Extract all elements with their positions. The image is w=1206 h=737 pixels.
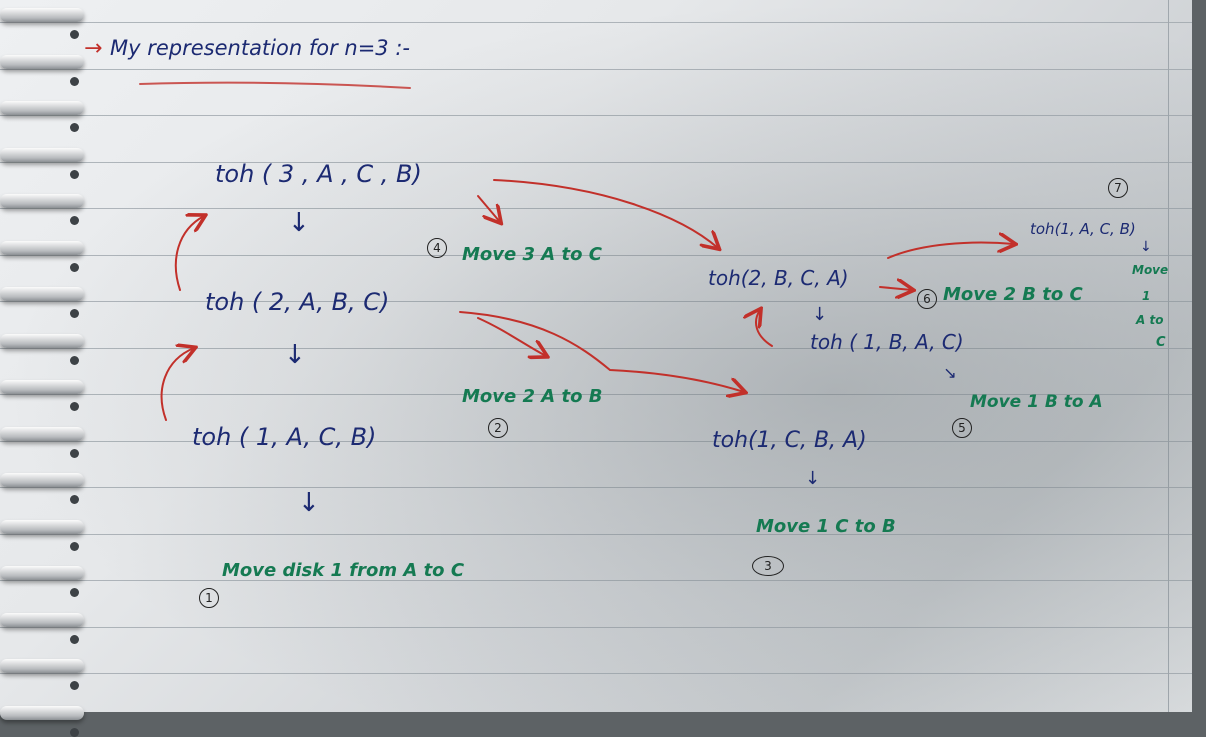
spiral-ring bbox=[0, 194, 84, 208]
margin-line bbox=[1168, 0, 1169, 712]
binding-hole bbox=[70, 681, 79, 690]
spiral-ring bbox=[0, 520, 84, 534]
title-underline bbox=[139, 81, 411, 89]
arrow-toh2b-to-toh1last bbox=[887, 243, 1014, 259]
call-toh-1-cb: toh(1, C, B, A) bbox=[712, 428, 867, 453]
arrow-return-toh1a bbox=[160, 348, 194, 421]
spiral-ring bbox=[0, 101, 84, 115]
ruled-line bbox=[0, 534, 1192, 535]
binding-hole bbox=[70, 495, 79, 504]
move-7-from: A to bbox=[1136, 313, 1164, 327]
step-4-badge: 4 bbox=[427, 238, 447, 258]
ruled-line bbox=[0, 22, 1192, 23]
spiral-ring bbox=[0, 287, 84, 301]
ruled-line bbox=[0, 627, 1192, 628]
ruled-line bbox=[0, 487, 1192, 488]
ruled-line bbox=[0, 208, 1192, 209]
spiral-binding bbox=[0, 0, 90, 737]
call-toh-2-bc: toh(2, B, C, A) bbox=[708, 266, 849, 290]
step-7-badge: 7 bbox=[1108, 178, 1128, 198]
ruled-line bbox=[0, 115, 1192, 116]
arrow-toh3-to-move4 bbox=[477, 195, 500, 222]
ruled-line bbox=[0, 673, 1192, 674]
page-title: My representation for n=3 :- bbox=[110, 36, 410, 60]
spiral-ring bbox=[0, 659, 84, 673]
arrow-toh2a-to-move2 bbox=[477, 317, 546, 356]
binding-hole bbox=[70, 402, 79, 411]
arrow-return-toh1b bbox=[756, 310, 773, 347]
move-4: Move 3 A to C bbox=[462, 244, 602, 265]
arrow-toh2b-to-move6 bbox=[879, 287, 912, 290]
call-toh-2-ab: toh ( 2, A, B, C) bbox=[205, 288, 390, 316]
notebook-page: → My representation for n=3 :- toh ( 3 ,… bbox=[0, 0, 1192, 712]
down-arrow-3: ↓ bbox=[298, 488, 320, 518]
move-7-to: C bbox=[1156, 335, 1166, 350]
down-arrow-5: ↓ bbox=[805, 468, 821, 489]
move-1: Move disk 1 from A to C bbox=[222, 560, 465, 581]
arrow-toh3-to-toh2b bbox=[493, 179, 718, 248]
binding-hole bbox=[70, 30, 79, 39]
spiral-ring bbox=[0, 613, 84, 627]
step-1-badge: 1 bbox=[199, 588, 219, 608]
title-arrow: → bbox=[84, 36, 103, 61]
spiral-ring bbox=[0, 55, 84, 69]
step-5-badge: 5 bbox=[952, 418, 972, 438]
move-6: Move 2 B to C bbox=[943, 284, 1083, 305]
spiral-ring bbox=[0, 566, 84, 580]
down-arrow-2: ↓ bbox=[284, 340, 306, 370]
binding-hole bbox=[70, 216, 79, 225]
call-toh-3: toh ( 3 , A , C , B) bbox=[215, 160, 422, 188]
spiral-ring bbox=[0, 241, 84, 255]
arrow-return-toh2a bbox=[174, 216, 204, 291]
binding-hole bbox=[70, 635, 79, 644]
move-7-word: Move bbox=[1132, 263, 1169, 277]
binding-hole bbox=[70, 728, 79, 737]
spiral-ring bbox=[0, 473, 84, 487]
spiral-ring bbox=[0, 8, 84, 22]
move-5: Move 1 B to A bbox=[970, 392, 1103, 412]
ruled-line bbox=[0, 301, 1192, 302]
arrow-toh2a-to-toh1c bbox=[459, 311, 744, 392]
binding-hole bbox=[70, 123, 79, 132]
call-toh-1-ac: toh ( 1, A, C, B) bbox=[192, 423, 377, 451]
step-6-badge: 6 bbox=[917, 289, 937, 309]
binding-hole bbox=[70, 542, 79, 551]
binding-hole bbox=[70, 77, 79, 86]
spiral-ring bbox=[0, 427, 84, 441]
move-3: Move 1 C to B bbox=[756, 516, 896, 537]
ruled-line bbox=[0, 441, 1192, 442]
ruled-line bbox=[0, 580, 1192, 581]
down-arrow-6: ↓ bbox=[1140, 239, 1152, 255]
move-2: Move 2 A to B bbox=[462, 386, 603, 407]
spiral-ring bbox=[0, 334, 84, 348]
ruled-line bbox=[0, 348, 1192, 349]
step-2-badge: 2 bbox=[488, 418, 508, 438]
ruled-line bbox=[0, 69, 1192, 70]
down-arrow-1: ↓ bbox=[288, 208, 310, 238]
binding-hole bbox=[70, 588, 79, 597]
binding-hole bbox=[70, 263, 79, 272]
ruled-line bbox=[0, 162, 1192, 163]
ruled-line bbox=[0, 255, 1192, 256]
call-toh-1-ba: toh ( 1, B, A, C) bbox=[810, 330, 964, 354]
down-arrow-4: ↓ bbox=[812, 304, 828, 325]
step-3-badge: 3 bbox=[752, 556, 784, 576]
binding-hole bbox=[70, 449, 79, 458]
binding-hole bbox=[70, 309, 79, 318]
spiral-ring bbox=[0, 380, 84, 394]
ruled-line bbox=[0, 394, 1192, 395]
binding-hole bbox=[70, 170, 79, 179]
call-toh-1-last: toh(1, A, C, B) bbox=[1030, 220, 1136, 238]
move-7-disk: 1 bbox=[1142, 289, 1151, 303]
red-arrows-layer bbox=[139, 81, 1192, 421]
spiral-ring bbox=[0, 706, 84, 720]
spiral-ring bbox=[0, 148, 84, 162]
binding-hole bbox=[70, 356, 79, 365]
